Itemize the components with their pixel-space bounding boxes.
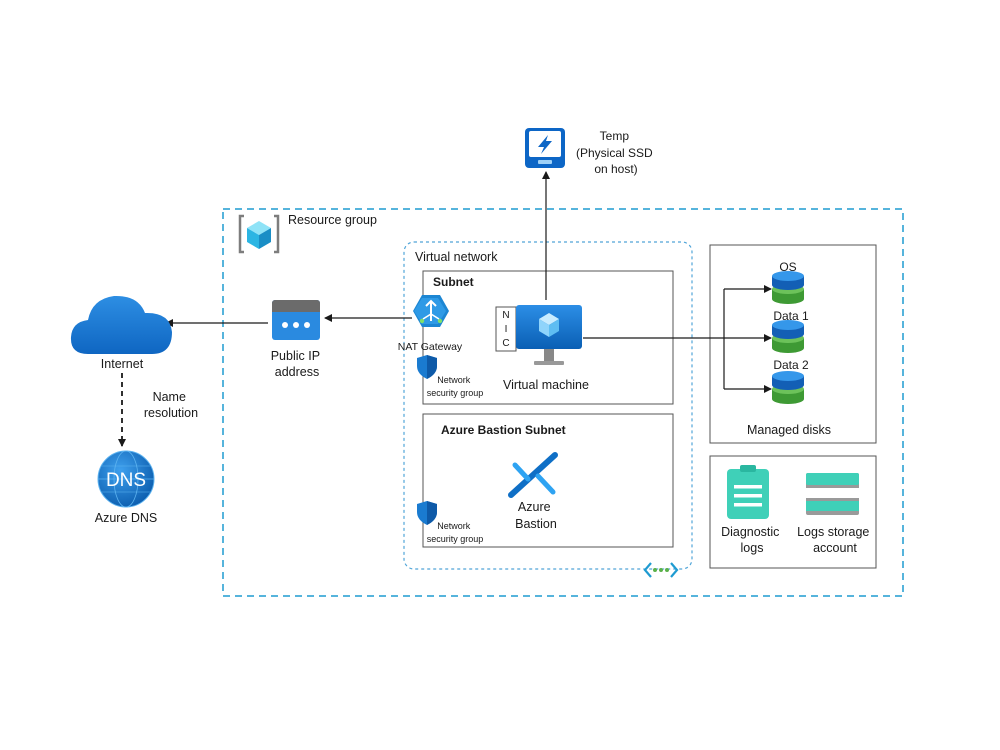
diagnostic-logs-label: Diagnostic logs — [721, 525, 783, 555]
resource-group-label: Resource group — [288, 213, 377, 227]
nsg-subnet-label: Network security group — [427, 375, 484, 398]
logs-storage-label: Logs storage account — [797, 525, 873, 555]
azure-bastion-label: Azure Bastion — [515, 500, 557, 531]
resource-group-icon — [238, 214, 280, 254]
virtual-machine-label: Virtual machine — [503, 378, 589, 392]
nat-gateway-icon — [413, 295, 449, 327]
bastion-subnet-box — [422, 413, 674, 548]
disk-icon-os — [772, 271, 804, 304]
disk-icon-data2 — [772, 371, 804, 404]
internet-label: Internet — [101, 357, 144, 371]
public-ip-icon — [272, 300, 320, 340]
nic-letter-c: C — [502, 338, 509, 349]
dns-icon-text: DNS — [106, 470, 146, 491]
virtual-network-icon — [643, 562, 679, 578]
disk-icon-data1 — [772, 320, 804, 353]
cloud-icon — [70, 295, 172, 354]
bastion-icon — [508, 452, 558, 498]
virtual-network-boundary — [403, 241, 693, 570]
name-resolution-label: Name resolution — [144, 390, 198, 420]
nic-letter-n: N — [502, 310, 509, 321]
ssd-icon — [525, 128, 565, 168]
public-ip-label: Public IP address — [271, 349, 324, 379]
temp-label: Temp (Physical SSD on host) — [576, 129, 656, 176]
azure-dns-label: Azure DNS — [95, 511, 158, 525]
logs-box — [709, 455, 877, 569]
disk-data2-label: Data 2 — [773, 358, 809, 372]
virtual-network-label: Virtual network — [415, 250, 498, 264]
nic-letter-i: I — [505, 324, 508, 335]
shield-icon — [417, 355, 437, 379]
nsg-bastion-label: Network security group — [427, 521, 484, 544]
diagnostic-logs-icon — [727, 465, 769, 519]
disk-data1-label: Data 1 — [773, 309, 809, 323]
subnet-label: Subnet — [433, 275, 474, 289]
storage-account-icon — [806, 473, 859, 515]
resource-group-boundary — [222, 208, 904, 597]
virtual-machine-icon — [516, 305, 582, 365]
nat-gateway-label: NAT Gateway — [398, 341, 463, 353]
dns-icon: DNS — [97, 450, 155, 508]
managed-disks-label: Managed disks — [747, 423, 831, 437]
disk-os-label: OS — [779, 260, 796, 274]
bastion-subnet-label: Azure Bastion Subnet — [441, 423, 566, 437]
shield-icon-bastion — [417, 501, 437, 525]
managed-disks-box — [709, 244, 877, 444]
